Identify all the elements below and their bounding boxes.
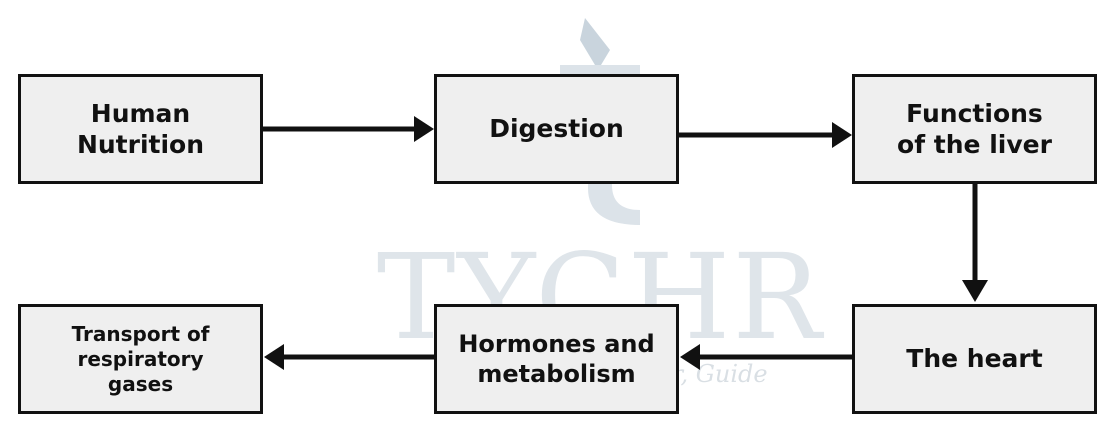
node-the-heart: The heart (852, 304, 1097, 414)
node-transport-gases: Transport of respiratory gases (18, 304, 263, 414)
node-label: Functions of the liver (897, 98, 1052, 159)
node-functions-of-liver: Functions of the liver (852, 74, 1097, 184)
arrow-digestion-to-liver (679, 122, 852, 148)
node-label: Transport of respiratory gases (71, 321, 210, 396)
node-human-nutrition: Human Nutrition (18, 74, 263, 184)
node-label: Digestion (489, 114, 624, 144)
node-label: Human Nutrition (76, 98, 205, 159)
arrow-hormones-to-transport (264, 344, 434, 370)
node-label: The heart (906, 344, 1043, 374)
node-digestion: Digestion (434, 74, 679, 184)
arrow-heart-to-hormones (680, 344, 852, 370)
arrow-liver-to-heart (962, 184, 988, 302)
node-hormones-metabolism: Hormones and metabolism (434, 304, 679, 414)
node-label: Hormones and metabolism (458, 330, 655, 388)
arrow-human-to-digestion (263, 116, 434, 142)
